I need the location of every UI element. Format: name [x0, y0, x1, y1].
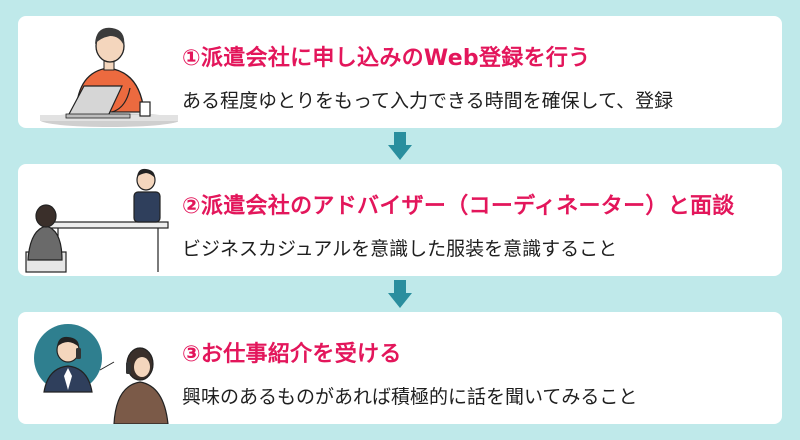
- step-card-1: ①派遣会社に申し込みのWeb登録を行う ある程度ゆとりをもって入力できる時間を確…: [18, 16, 782, 128]
- step-description: ある程度ゆとりをもって入力できる時間を確保して、登録: [182, 90, 674, 112]
- phone-call-illustration: [34, 324, 169, 424]
- step-title: ③お仕事紹介を受ける: [182, 342, 402, 367]
- interview-at-table-illustration: [25, 168, 169, 273]
- step-title: ①派遣会社に申し込みのWeb登録を行う: [182, 46, 591, 71]
- step-description: ビジネスカジュアルを意識した服装を意識すること: [182, 238, 618, 260]
- step-card-3: ③お仕事紹介を受ける 興味のあるものがあれば積極的に話を聞いてみること: [18, 312, 782, 424]
- person-with-laptop-illustration: [40, 27, 178, 127]
- down-arrow-icon: [388, 280, 412, 308]
- step-card-2: ②派遣会社のアドバイザー（コーディネーター）と面談 ビジネスカジュアルを意識した…: [18, 164, 782, 276]
- step-title: ②派遣会社のアドバイザー（コーディネーター）と面談: [182, 194, 735, 219]
- down-arrow-icon: [388, 132, 412, 160]
- step-description: 興味のあるものがあれば積極的に話を聞いてみること: [182, 386, 638, 408]
